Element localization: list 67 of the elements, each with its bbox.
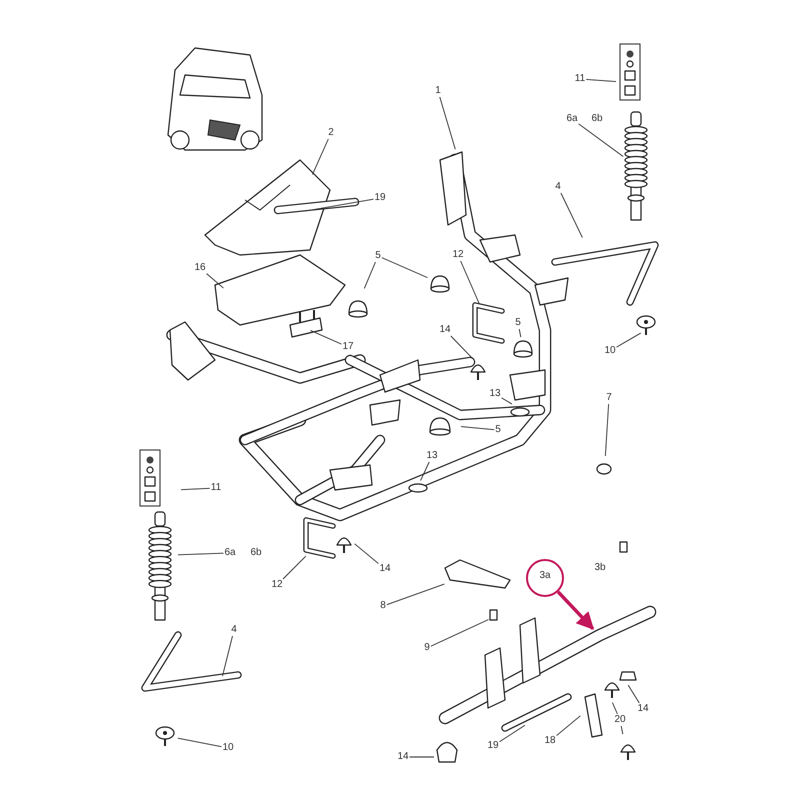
callout-number: 11 xyxy=(210,482,222,494)
callout-number: 3a xyxy=(526,559,564,597)
callout-number: 9 xyxy=(423,642,431,654)
leader-line xyxy=(578,123,624,157)
callout-number: 12 xyxy=(270,579,284,591)
leader-line xyxy=(420,462,430,482)
callout-number: 14 xyxy=(396,751,410,763)
callout-number: 14 xyxy=(378,563,392,575)
callout-number: 8 xyxy=(379,600,387,612)
leader-line xyxy=(177,738,222,748)
callout-number: 16 xyxy=(193,262,207,274)
leader-line xyxy=(460,260,480,305)
callout-number: 12 xyxy=(451,249,465,261)
callout-number: 13 xyxy=(488,388,502,400)
leader-line xyxy=(450,336,472,358)
pointer-arrow xyxy=(556,590,594,630)
callout-number: 14 xyxy=(636,703,650,715)
callout-number: 17 xyxy=(341,341,355,353)
leader-line xyxy=(282,556,306,580)
callout-number: 18 xyxy=(543,735,557,747)
callout-number: 10 xyxy=(603,345,617,357)
callout-number: 19 xyxy=(486,740,500,752)
leader-line xyxy=(439,96,456,150)
leader-line xyxy=(312,138,329,175)
leader-line xyxy=(628,684,640,704)
callout-number: 19 xyxy=(373,192,387,204)
callout-number: 6b xyxy=(591,113,603,125)
callout-number: 2 xyxy=(327,127,335,139)
callout-number: 6a xyxy=(223,547,237,559)
callout-number: 10 xyxy=(221,742,235,754)
callout-number: 14 xyxy=(438,324,452,336)
leader-line xyxy=(460,426,495,430)
leader-line xyxy=(556,715,581,736)
leader-line xyxy=(222,636,233,677)
leader-line xyxy=(310,330,342,345)
leader-line xyxy=(616,332,642,348)
leader-line xyxy=(501,397,512,404)
leader-line xyxy=(364,262,376,289)
callout-number: 5 xyxy=(514,317,522,329)
leader-line xyxy=(620,726,624,735)
callout-number: 5 xyxy=(494,424,502,436)
callout-number: 11 xyxy=(574,73,586,85)
leader-line xyxy=(409,756,434,758)
leader-line xyxy=(354,543,379,564)
callout-number: 1 xyxy=(434,85,442,97)
callout-number: 20 xyxy=(613,714,627,726)
leader-line xyxy=(586,79,616,82)
leader-line xyxy=(180,488,210,490)
leader-line xyxy=(518,328,522,338)
leader-line xyxy=(499,724,526,742)
leader-line xyxy=(604,404,610,456)
leader-line xyxy=(305,198,374,212)
callout-number: 5 xyxy=(374,250,382,262)
leader-line xyxy=(560,192,583,238)
leader-line xyxy=(430,619,489,647)
leader-line xyxy=(206,273,224,289)
leader-line xyxy=(612,702,618,714)
callout-number: 6a xyxy=(565,113,579,125)
callout-number: 3b xyxy=(594,562,606,574)
callout-number: 13 xyxy=(425,450,439,462)
callout-number: 4 xyxy=(554,181,562,193)
callout-number: 6b xyxy=(250,547,262,559)
leader-line xyxy=(178,552,224,556)
leader-line xyxy=(381,257,428,278)
callout-number: 7 xyxy=(605,392,613,404)
callout-number: 4 xyxy=(230,624,238,636)
leader-line xyxy=(386,584,445,606)
